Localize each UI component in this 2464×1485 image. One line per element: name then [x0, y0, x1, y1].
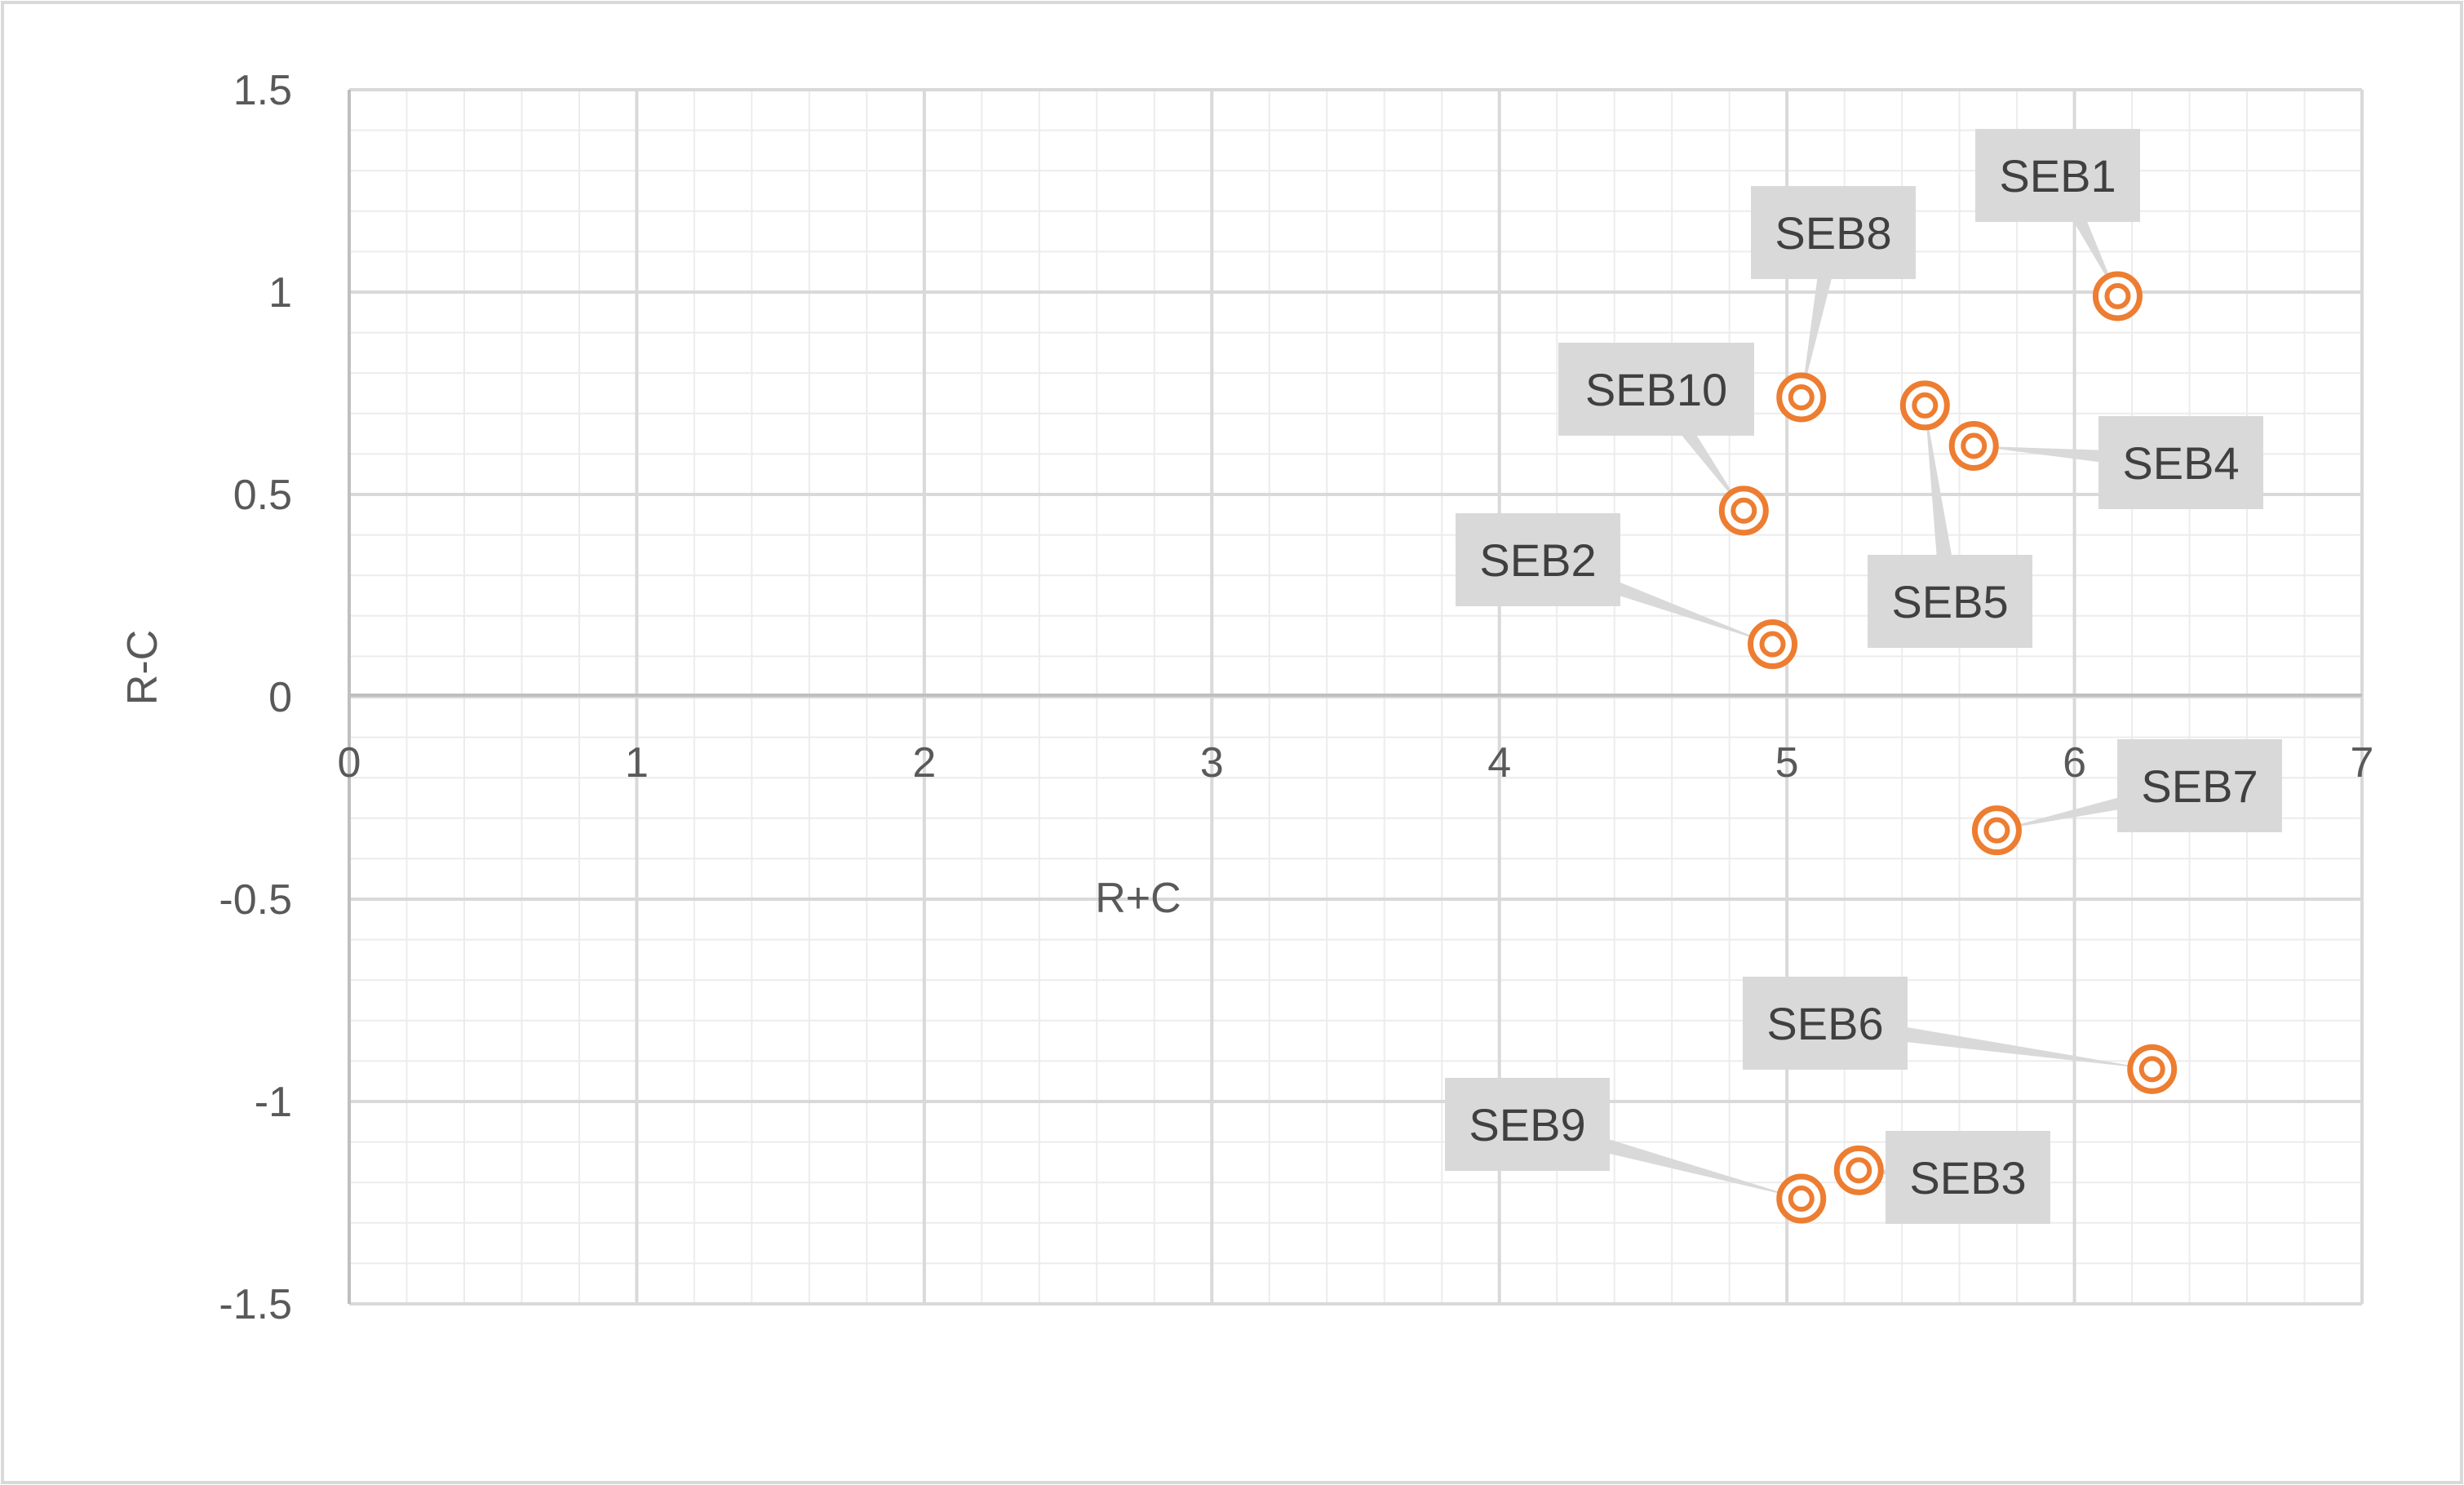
y-axis-title: R-C [119, 630, 166, 705]
point-label: SEB5 [1891, 576, 2008, 627]
data-point-marker [2092, 271, 2143, 321]
data-point-marker-inner [1961, 432, 1988, 459]
point-label: SEB4 [2122, 437, 2239, 489]
point-label: SEB1 [1999, 150, 2116, 202]
data-point-marker-inner [1846, 1157, 1872, 1184]
point-label-box [2117, 739, 2282, 832]
data-point-marker [2127, 1044, 2178, 1094]
point-label: SEB6 [1766, 998, 1883, 1049]
x-tick-label: 0 [338, 739, 361, 787]
point-label: SEB2 [1479, 534, 1596, 586]
tick-labels: 0 1 2 3 4 5 6 7 1.5 1 0.5 0 -0.5 -1 -1.5 [219, 67, 2373, 1328]
x-axis-title: R+C [1095, 875, 1181, 922]
x-tick-label: 6 [2063, 739, 2086, 787]
x-tick-label: 3 [1200, 739, 1224, 787]
y-tick-label: 0 [268, 674, 292, 721]
y-tick-label: 1.5 [233, 67, 292, 114]
point-label-box [1868, 555, 2032, 648]
point-label-box [1743, 977, 1908, 1070]
point-label-box [1975, 129, 2140, 222]
data-point-marker [1971, 805, 2022, 856]
point-label-box [1751, 186, 1916, 279]
y-tick-label: -1 [255, 1079, 292, 1126]
leader-line [1925, 405, 1960, 603]
x-tick-label: 1 [625, 739, 649, 787]
data-point-marker-inner [2104, 282, 2131, 309]
point-label-box [1445, 1078, 1610, 1171]
data-point-marker [1948, 420, 1999, 471]
y-tick-label: 0.5 [233, 472, 292, 519]
point-label: SEB9 [1469, 1099, 1585, 1150]
data-point-marker-inner [1788, 383, 1815, 410]
data-point-marker-inner [1912, 392, 1939, 419]
y-tick-label: -0.5 [219, 876, 292, 924]
data-point-marker [1833, 1145, 1884, 1195]
data-point-marker [1748, 619, 1798, 670]
point-label: SEB3 [1909, 1152, 2026, 1204]
x-tick-label: 7 [2351, 739, 2374, 787]
y-tick-label: -1.5 [219, 1281, 292, 1328]
point-label: SEB7 [2141, 760, 2258, 812]
data-point-marker [1718, 485, 1769, 536]
data-point-marker [1776, 1173, 1827, 1224]
axes [348, 90, 2362, 1304]
point-label-box [1886, 1131, 2050, 1224]
data-point-marker-inner [1983, 817, 2010, 844]
data-point-marker-inner [1731, 497, 1757, 524]
x-tick-label: 5 [1775, 739, 1799, 787]
point-label: SEB8 [1775, 207, 1891, 259]
point-label-box [2098, 416, 2263, 509]
point-label-box [1558, 343, 1754, 436]
point-label: SEB10 [1585, 364, 1727, 415]
data-point-marker-inner [1788, 1186, 1815, 1212]
point-label-box [1456, 513, 1620, 606]
y-tick-label: 1 [268, 269, 292, 317]
x-tick-label: 4 [1487, 739, 1511, 787]
data-point-marker-inner [2138, 1056, 2165, 1083]
data-point-marker [1776, 372, 1827, 423]
data-point-marker-inner [1759, 631, 1786, 658]
data-points [1718, 271, 2178, 1224]
data-point-marker [1899, 380, 1950, 431]
x-tick-label: 2 [912, 739, 936, 787]
